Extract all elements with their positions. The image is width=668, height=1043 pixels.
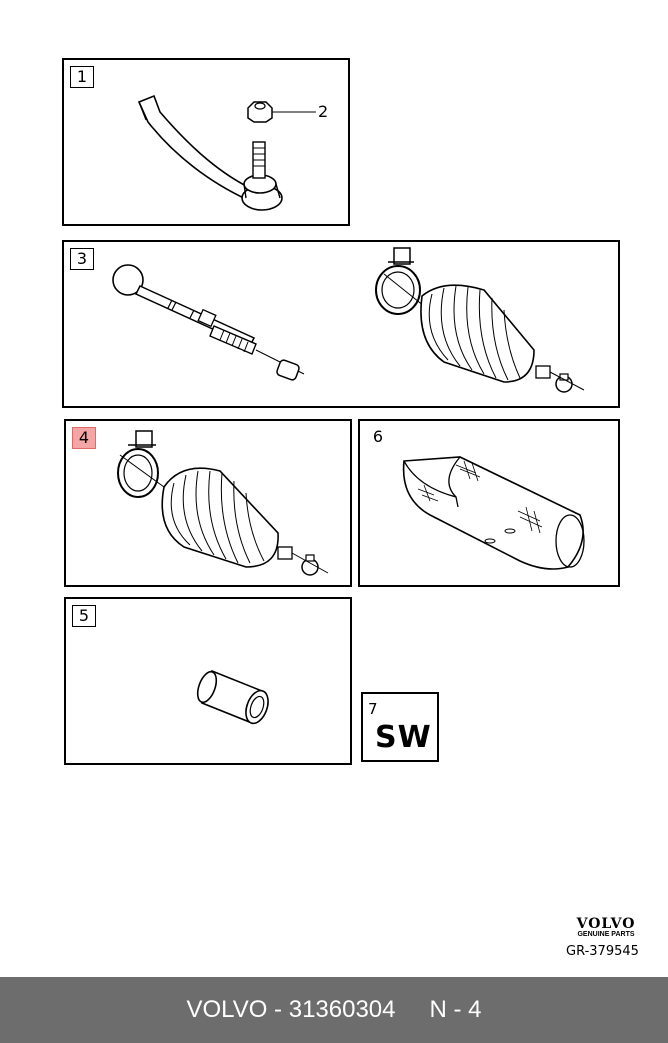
inner-tie-rod-kit-illustration: [112, 247, 585, 393]
panel-5: 5: [64, 597, 352, 765]
panel-number: 6: [372, 427, 384, 446]
software-code: SW: [375, 720, 432, 755]
volvo-genuine-parts-logo: VOLVO GENUINE PARTS: [566, 916, 646, 938]
part-number-label: VOLVO - 31360304: [186, 996, 396, 1023]
grease-sachet-illustration: [402, 456, 585, 570]
panel-number: 1: [70, 66, 94, 88]
position-label: N - 4: [429, 996, 482, 1023]
diagram-id: GR-379545: [566, 944, 639, 959]
panel-6: 6: [358, 419, 620, 587]
callout-nut: 2: [318, 102, 329, 121]
brand-logo: VOLVO: [576, 916, 636, 932]
tie-rod-end-illustration: [137, 94, 316, 211]
panel-number: 3: [70, 248, 94, 270]
panel-3: 3: [62, 240, 620, 408]
panel-7: 7 SW: [361, 692, 439, 762]
brand-subtitle: GENUINE PARTS: [577, 931, 635, 938]
footer-bar: VOLVO - 31360304 N - 4: [0, 977, 668, 1043]
steering-boot-kit-illustration: [117, 430, 329, 576]
bushing-illustration: [196, 669, 269, 725]
panel-4: 4: [64, 419, 352, 587]
panel-number: 4: [72, 427, 96, 449]
panel-1: 1 2: [62, 58, 350, 226]
panel-number: 5: [72, 605, 96, 627]
panel-number: 7: [368, 700, 378, 718]
